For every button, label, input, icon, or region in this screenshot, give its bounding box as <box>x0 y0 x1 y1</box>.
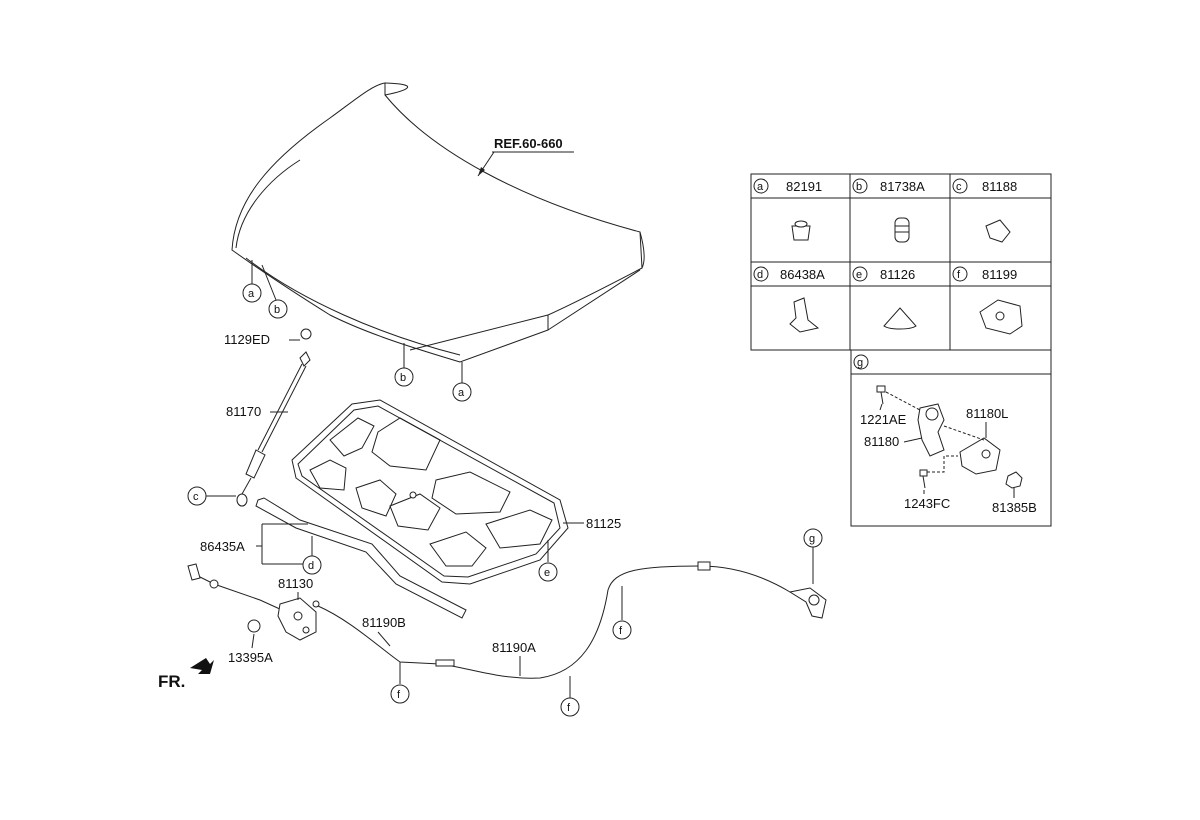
svg-text:e: e <box>856 269 862 281</box>
svg-text:d: d <box>308 560 314 572</box>
callout-a-hood-front: a <box>452 362 472 402</box>
clip-icon <box>985 219 1011 243</box>
handle-bracket-icon <box>959 437 1001 475</box>
legend-detail-g: g 1221AE 81180L 81180 1243FC 81385B <box>850 349 1052 527</box>
hood-insulator-pad <box>291 399 569 585</box>
callout-f-cable-1: f <box>390 662 410 704</box>
svg-text:a: a <box>248 288 255 300</box>
callout-f-cable-2: f <box>560 676 580 717</box>
svg-text:81180: 81180 <box>864 434 899 449</box>
legend-table: a 82191 b 81738A c 81188 d 86438A <box>750 173 1052 351</box>
callout-c-stay-rod: c <box>187 486 236 506</box>
svg-text:a: a <box>458 387 465 399</box>
svg-text:d: d <box>757 269 763 281</box>
svg-text:f: f <box>957 269 961 281</box>
svg-text:1243FC: 1243FC <box>904 496 950 511</box>
callout-b-hood-front: b <box>394 343 414 387</box>
front-direction-label: FR. <box>158 672 185 691</box>
callout-d-weatherstrip: d <box>302 536 322 575</box>
callout-f-cable-3: f <box>612 586 632 640</box>
bolt-1221AE-icon <box>876 385 921 411</box>
front-arrow-icon <box>190 658 214 674</box>
svg-text:81738A: 81738A <box>880 179 925 194</box>
hood-stay-rod <box>236 328 312 507</box>
svg-text:e: e <box>544 567 550 579</box>
callout-a-hood-left: a <box>242 260 262 303</box>
svg-text:1221AE: 1221AE <box>860 412 907 427</box>
svg-text:86438A: 86438A <box>780 267 825 282</box>
legend-cell-c: c 81188 <box>952 178 1017 243</box>
svg-text:81385B: 81385B <box>992 500 1037 515</box>
svg-text:a: a <box>757 181 764 193</box>
label-86435A: 86435A <box>200 539 245 554</box>
svg-text:f: f <box>619 625 623 637</box>
legend-cell-d: d 86438A <box>753 266 825 333</box>
callout-b-hood-left: b <box>261 264 288 319</box>
svg-text:b: b <box>400 372 406 384</box>
hood-release-cable <box>312 561 827 679</box>
retainer-clip-icon <box>789 297 820 333</box>
nut-81385B-icon <box>1005 471 1023 489</box>
legend-cell-f: f 81199 <box>952 266 1023 335</box>
hood-latch-assembly <box>187 563 317 641</box>
label-81190A: 81190A <box>492 640 536 655</box>
svg-text:81180L: 81180L <box>966 406 1008 421</box>
svg-text:81126: 81126 <box>880 267 915 282</box>
label-1129ED: 1129ED <box>224 332 270 347</box>
callout-e-pad: e <box>538 540 558 582</box>
svg-text:82191: 82191 <box>786 179 822 194</box>
svg-text:81199: 81199 <box>982 267 1017 282</box>
svg-text:c: c <box>193 491 199 503</box>
ref-label: REF.60-660 <box>494 136 563 151</box>
svg-text:g: g <box>857 357 863 369</box>
label-81130: 81130 <box>278 576 313 591</box>
legend-cell-a: a 82191 <box>753 178 822 241</box>
legend-cell-e: e 81126 <box>852 266 917 330</box>
label-86435A-bracket <box>256 523 308 565</box>
label-81190B: 81190B <box>362 615 406 630</box>
svg-text:b: b <box>856 181 862 193</box>
stopper-icon <box>894 217 910 243</box>
svg-text:81188: 81188 <box>982 179 1017 194</box>
svg-text:c: c <box>956 181 962 193</box>
svg-text:f: f <box>567 702 571 714</box>
legend-cell-b: b 81738A <box>852 178 925 243</box>
label-81125: 81125 <box>586 516 621 531</box>
hood-panel <box>231 82 645 363</box>
rubber-bumper-icon <box>791 225 811 241</box>
svg-text:f: f <box>397 689 401 701</box>
callout-g-handle: g <box>803 528 823 584</box>
label-13395A: 13395A <box>228 650 273 665</box>
svg-text:g: g <box>809 533 815 545</box>
label-81170: 81170 <box>226 404 261 419</box>
svg-text:b: b <box>274 304 280 316</box>
pad-clip-icon <box>883 307 917 330</box>
